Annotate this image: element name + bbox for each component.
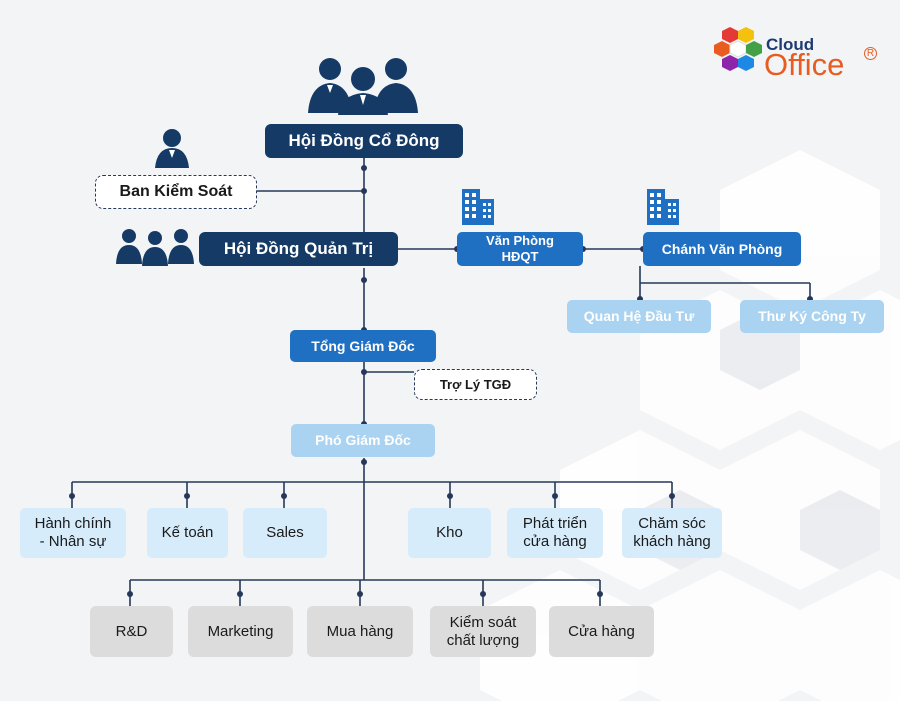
group-of-three-people-icon [308,58,418,115]
office-building-icon [462,189,494,225]
node-department: R&D [90,606,173,657]
node-department: Cửa hàng [549,606,654,657]
node-ceo: Tổng Giám Đốc [290,330,436,362]
node-ceo-assistant: Trợ Lý TGĐ [414,369,537,400]
hexagon-cluster-logo-icon [714,27,762,71]
node-department: Chăm sóc khách hàng [622,508,722,558]
node-department: Kho [408,508,491,558]
node-department: Sales [243,508,327,558]
node-department: Mua hàng [307,606,413,657]
group-of-three-people-icon [116,229,194,266]
node-chief-of-office: Chánh Văn Phòng [643,232,801,266]
office-building-icon [647,189,679,225]
node-department: Marketing [188,606,293,657]
node-supervisory-board: Ban Kiểm Soát [95,175,257,209]
node-deputy-director: Phó Giám Đốc [291,424,435,457]
node-department: Phát triển cửa hàng [507,508,603,558]
node-department: Kiểm soát chất lượng [430,606,536,657]
node-shareholders: Hội Đồng Cổ Đông [265,124,463,158]
node-board-of-directors: Hội Đồng Quản Trị [199,232,398,266]
node-company-secretary: Thư Ký Công Ty [740,300,884,333]
node-board-office: Văn Phòng HĐQT [457,232,583,266]
cloud-office-logo: Cloud Office R [708,25,883,87]
logo-text-cloud: Cloud [766,35,815,54]
person-icon [155,129,189,168]
node-department: Kế toán [147,508,228,558]
node-investor-relations: Quan Hệ Đầu Tư [567,300,711,333]
node-department: Hành chính - Nhân sự [20,508,126,558]
registered-mark: R [864,47,877,60]
logo-text-office: Office [764,47,845,82]
